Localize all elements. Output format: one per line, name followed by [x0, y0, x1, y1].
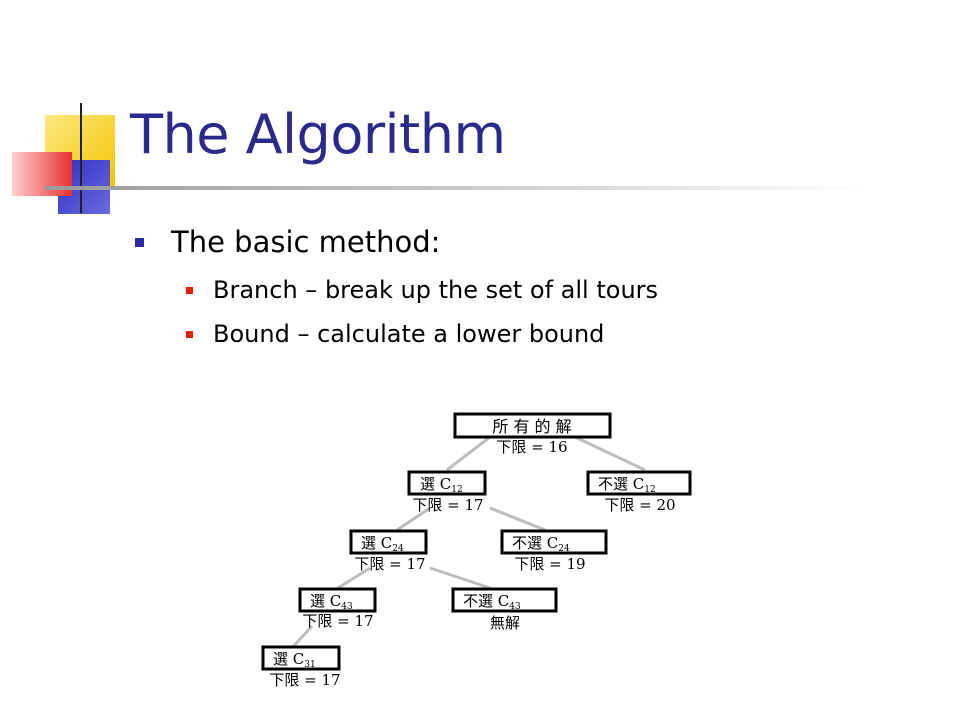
tree-node-exclude-c43: 不選 C43 無解 — [451, 587, 558, 632]
edge-root-right — [574, 435, 646, 472]
node-text: 所 有 的 解 — [492, 417, 571, 436]
tree-node-exclude-c12: 不選 C12 下限 = 20 — [586, 470, 692, 514]
tree-node-select-c12: 選 C12 下限 = 17 — [407, 470, 487, 514]
node-bound-label: 無解 — [490, 614, 520, 632]
edge-l3-left — [290, 624, 314, 650]
node-text: 選 C24 — [361, 534, 404, 554]
node-bound-label: 下限 = 19 — [514, 555, 585, 573]
tree-node-select-c31: 選 C31 下限 = 17 — [261, 645, 341, 689]
node-bound-label: 下限 = 17 — [302, 612, 373, 630]
node-text: 不選 C24 — [512, 534, 570, 554]
sub-bullet-branch: Branch – break up the set of all tours — [186, 276, 658, 304]
edge-l1-left — [396, 506, 431, 532]
edge-l2-left — [337, 566, 371, 590]
edge-root-left — [446, 435, 491, 472]
node-bound-label: 下限 = 20 — [604, 496, 675, 514]
edge-l1-right — [489, 506, 546, 532]
node-bound-label: 下限 = 17 — [354, 555, 425, 573]
node-bound-label: 下限 = 17 — [269, 671, 340, 689]
node-bound-label: 下限 = 17 — [412, 496, 483, 514]
node-text: 不選 C43 — [463, 592, 521, 612]
tree-node-select-c24: 選 C24 下限 = 17 — [349, 529, 428, 573]
bullet-text: The basic method: — [171, 225, 441, 259]
node-text: 選 C12 — [420, 475, 463, 495]
title-underline — [45, 186, 865, 190]
tree-node-select-c43: 選 C43 下限 = 17 — [298, 587, 377, 630]
sub-bullet-text: Bound – calculate a lower bound — [213, 320, 605, 348]
tree-node-root: 所 有 的 解 下限 = 16 — [453, 412, 612, 456]
edge-l2-right — [429, 566, 491, 590]
sub-bullet-bound: Bound – calculate a lower bound — [186, 320, 604, 348]
node-text: 選 C31 — [273, 650, 316, 670]
node-bound-label: 下限 = 16 — [496, 438, 567, 456]
tree-edges — [290, 435, 646, 650]
decor-vertical-line — [80, 103, 82, 213]
bullet-square-icon — [135, 237, 144, 247]
sub-bullet-square-icon — [186, 330, 193, 338]
sub-bullet-text: Branch – break up the set of all tours — [213, 276, 659, 304]
bullet-level1: The basic method: — [135, 225, 440, 259]
tree-node-exclude-c24: 不選 C24 下限 = 19 — [500, 529, 608, 573]
node-text: 不選 C12 — [598, 475, 656, 495]
sub-bullet-square-icon — [186, 286, 193, 294]
slide-title: The Algorithm — [130, 103, 506, 166]
node-text: 選 C43 — [310, 592, 353, 612]
